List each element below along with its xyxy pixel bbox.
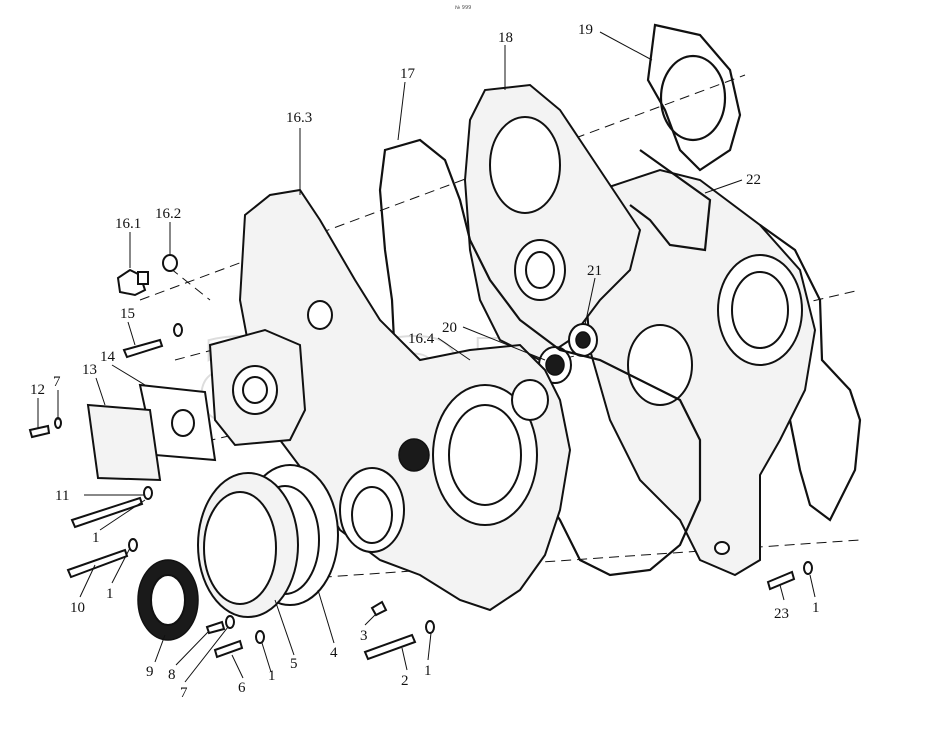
corner-mark: № 999 [455,5,471,11]
rear-gear-housing [583,168,817,577]
callout-13: 13 [82,362,97,378]
bolt-8 [205,620,226,635]
callout-15: 15 [120,306,135,322]
callout-8: 8 [168,667,176,683]
drain-plug [116,268,149,297]
callout-21: 21 [587,263,602,279]
callouts: 16.3 17 18 19 22 21 20 16.4 16.1 16.2 15… [30,22,820,701]
bolts [28,338,796,661]
callout-1-d: 1 [424,663,432,679]
callout-1-e: 1 [812,600,820,616]
callout-1-b: 1 [106,586,114,602]
callout-9: 9 [146,664,154,680]
rear-gasket [759,224,862,522]
oil-seal [137,559,199,641]
callout-23: 23 [774,606,789,622]
callout-16-3: 16.3 [286,110,312,126]
front-cover [238,188,572,612]
callout-7-top: 7 [53,374,61,390]
plug-washer [162,254,178,272]
callout-16-2: 16.2 [155,206,181,222]
callout-1-a: 1 [92,530,100,546]
callout-3: 3 [360,628,368,644]
cover-plate [86,403,162,482]
domed-cover [197,472,299,618]
callout-10: 10 [70,600,85,616]
callout-14: 14 [100,349,116,365]
pump-housing [208,328,307,447]
bolt-10 [66,548,129,579]
leader-lines [37,31,816,683]
pin-3 [370,600,388,617]
callout-2: 2 [401,673,409,689]
callout-12: 12 [30,382,45,398]
washers [54,323,813,644]
callout-20: 20 [442,320,457,336]
callout-16-4: 16.4 [408,331,435,347]
top-gasket [629,23,742,252]
callout-18: 18 [498,30,513,46]
callout-5: 5 [290,656,298,672]
bolt-6 [213,639,244,659]
callout-7-bottom: 7 [180,685,188,701]
bolt-11 [70,496,144,529]
callout-16-1: 16.1 [115,216,141,232]
callout-19: 19 [578,22,593,38]
callout-6: 6 [238,680,246,696]
callout-11: 11 [55,488,69,504]
bolt-2 [363,633,417,661]
callout-17: 17 [400,66,416,82]
bolt-15 [122,338,164,359]
gear-housing [463,83,642,362]
callout-22: 22 [746,172,761,188]
callout-4: 4 [330,645,338,661]
bolt-12 [28,424,51,439]
seal-ring [339,467,405,553]
callout-1-c: 1 [268,668,276,684]
cover-gasket-hole [171,409,195,437]
bolt-23 [766,570,796,591]
